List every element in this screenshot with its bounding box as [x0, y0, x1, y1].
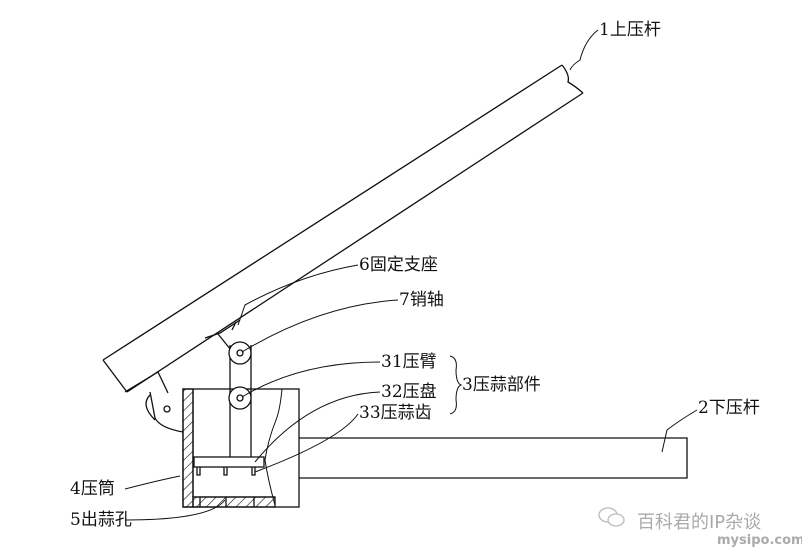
label-press-plate: 32压盘 [381, 382, 437, 402]
wechat-icon [598, 507, 625, 527]
label-press-teeth: 33压蒜齿 [359, 403, 432, 423]
label-press-arm: 31压臂 [381, 352, 437, 372]
watermark-title: 百科君的IP杂谈 [637, 512, 762, 533]
label-lower-lever: 2下压杆 [698, 398, 760, 418]
label-pin-shaft: 7销轴 [399, 290, 444, 310]
label-fixed-support: 6固定支座 [359, 255, 438, 275]
label-press-assembly: 3压蒜部件 [462, 375, 541, 395]
upper-lever [102, 64, 584, 394]
press-arm [228, 341, 252, 457]
press-plate [193, 456, 265, 476]
label-outlet-holes: 5出蒜孔 [70, 510, 132, 530]
leader-lines [124, 29, 698, 521]
label-upper-lever: 1上压杆 [599, 20, 661, 40]
watermark-url: mysipo.com [717, 533, 802, 548]
lower-lever [299, 437, 688, 479]
label-press-cylinder: 4压筒 [70, 479, 115, 499]
